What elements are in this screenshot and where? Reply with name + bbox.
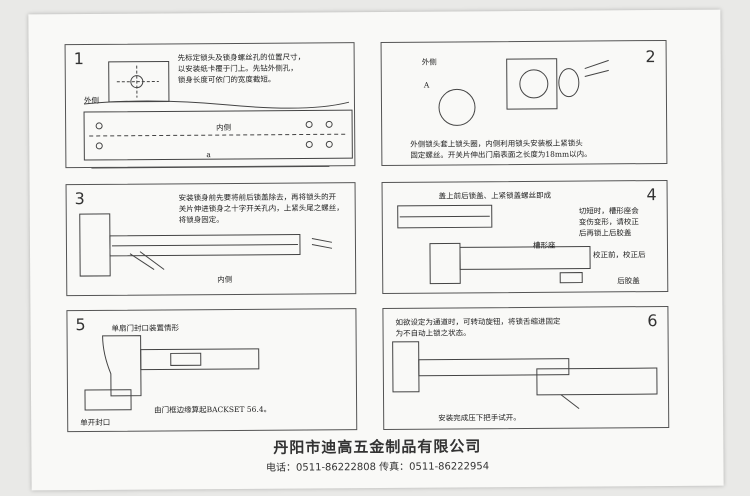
- label-note: 切短时，槽形座会 变伤变形，请校正 后再锁上后胶盖: [578, 206, 639, 238]
- covered-lock-drawing: [397, 204, 493, 229]
- step-panel-3: 3 安装锁身前先要将前后锁盖除去，再将锁头的开 关片伸进锁身之十字开关孔内，上紧…: [65, 182, 357, 297]
- label-single-strike: 单开封口: [80, 417, 111, 428]
- step-number-6: 6: [647, 311, 658, 331]
- lock-bar-drawing: [418, 358, 570, 377]
- door-drawing: [83, 109, 353, 161]
- label-outside-2: 外侧: [421, 57, 437, 67]
- lock-ring-drawing: [438, 88, 476, 126]
- label-rear-cap: 后胶盖: [617, 276, 640, 286]
- step-panel-6: 6 如欲设定为通道时，可转动旋钮，将锁舌缩进固定 为不自动上锁之状态。 安装完成…: [382, 305, 670, 430]
- label-inside-3: 内侧: [217, 275, 233, 285]
- label-a: a: [206, 150, 211, 160]
- label-test: 安装完成压下把手试开。: [438, 412, 521, 423]
- step-text-2: 外侧锁头套上锁头圈，内侧利用锁头安装板上紧锁头 固定螺丝。开关片伸出门扇表面之长…: [410, 138, 592, 160]
- door-edge-drawing: [83, 100, 350, 109]
- strike-plate-drawing: [84, 389, 132, 411]
- step-text-5: 单扇门封口装置情形: [111, 323, 180, 333]
- illustrations: [79, 58, 658, 411]
- label-a-2: A: [423, 80, 430, 90]
- step-panel-5: 5 单扇门封口装置情形 由门框边缘算起BACKSET 56.4。 单开封口: [66, 308, 358, 433]
- instruction-sheet: 1 先标定锁头及锁身螺丝孔的位置尺寸， 以安装纸卡覆于门上。先钻外侧孔， 锁身长…: [28, 9, 724, 491]
- template-card-drawing: [108, 60, 170, 103]
- step-text-6: 如欲设定为通道时，可转动旋钮，将锁舌缩进固定 为不自动上锁之状态。: [395, 316, 561, 338]
- label-inside: 内侧: [216, 123, 232, 133]
- step-number-3: 3: [74, 189, 85, 209]
- step-number-4: 4: [646, 185, 657, 205]
- step-number-1: 1: [73, 49, 84, 69]
- label-correction: 校正前，校正后: [593, 250, 646, 260]
- door-frame-drawing: [79, 213, 111, 277]
- step-text-3: 安装锁身前先要将前后锁盖除去，再将锁头的开 关片伸进锁身之十字开关孔内，上紧头尾…: [178, 192, 344, 225]
- lock-body-drawing: [109, 234, 301, 257]
- label-backset: 由门框边缘算起BACKSET 56.4。: [154, 404, 272, 415]
- step-text-4: 盖上前后锁盖、上紧锁盖螺丝即成: [438, 190, 552, 201]
- step-panel-1: 1 先标定锁头及锁身螺丝孔的位置尺寸， 以安装纸卡覆于门上。先钻外侧孔， 锁身长…: [64, 42, 356, 169]
- label-outside: 外侧: [83, 95, 99, 106]
- lock-cylinder-drawing: [506, 58, 558, 110]
- latch-bar-drawing: [140, 348, 260, 371]
- label-groove-seat: 槽形座: [532, 240, 556, 250]
- step-number-2: 2: [645, 47, 656, 67]
- step-panel-2: 2 外侧 A 外侧锁头套上锁头圈，内侧利用锁头安装板上紧锁头 固定螺丝。开关片伸…: [380, 39, 668, 166]
- pushbar-drawing: [536, 367, 658, 396]
- step-number-5: 5: [75, 315, 86, 335]
- step-panel-4: 4 盖上前后锁盖、上紧锁盖螺丝即成 切短时，槽形座会 变伤变形，请校正 后再锁上…: [381, 179, 669, 294]
- step-text-1: 先标定锁头及锁身螺丝孔的位置尺寸， 以安装纸卡覆于门上。先钻外侧孔， 锁身长度可…: [177, 52, 306, 85]
